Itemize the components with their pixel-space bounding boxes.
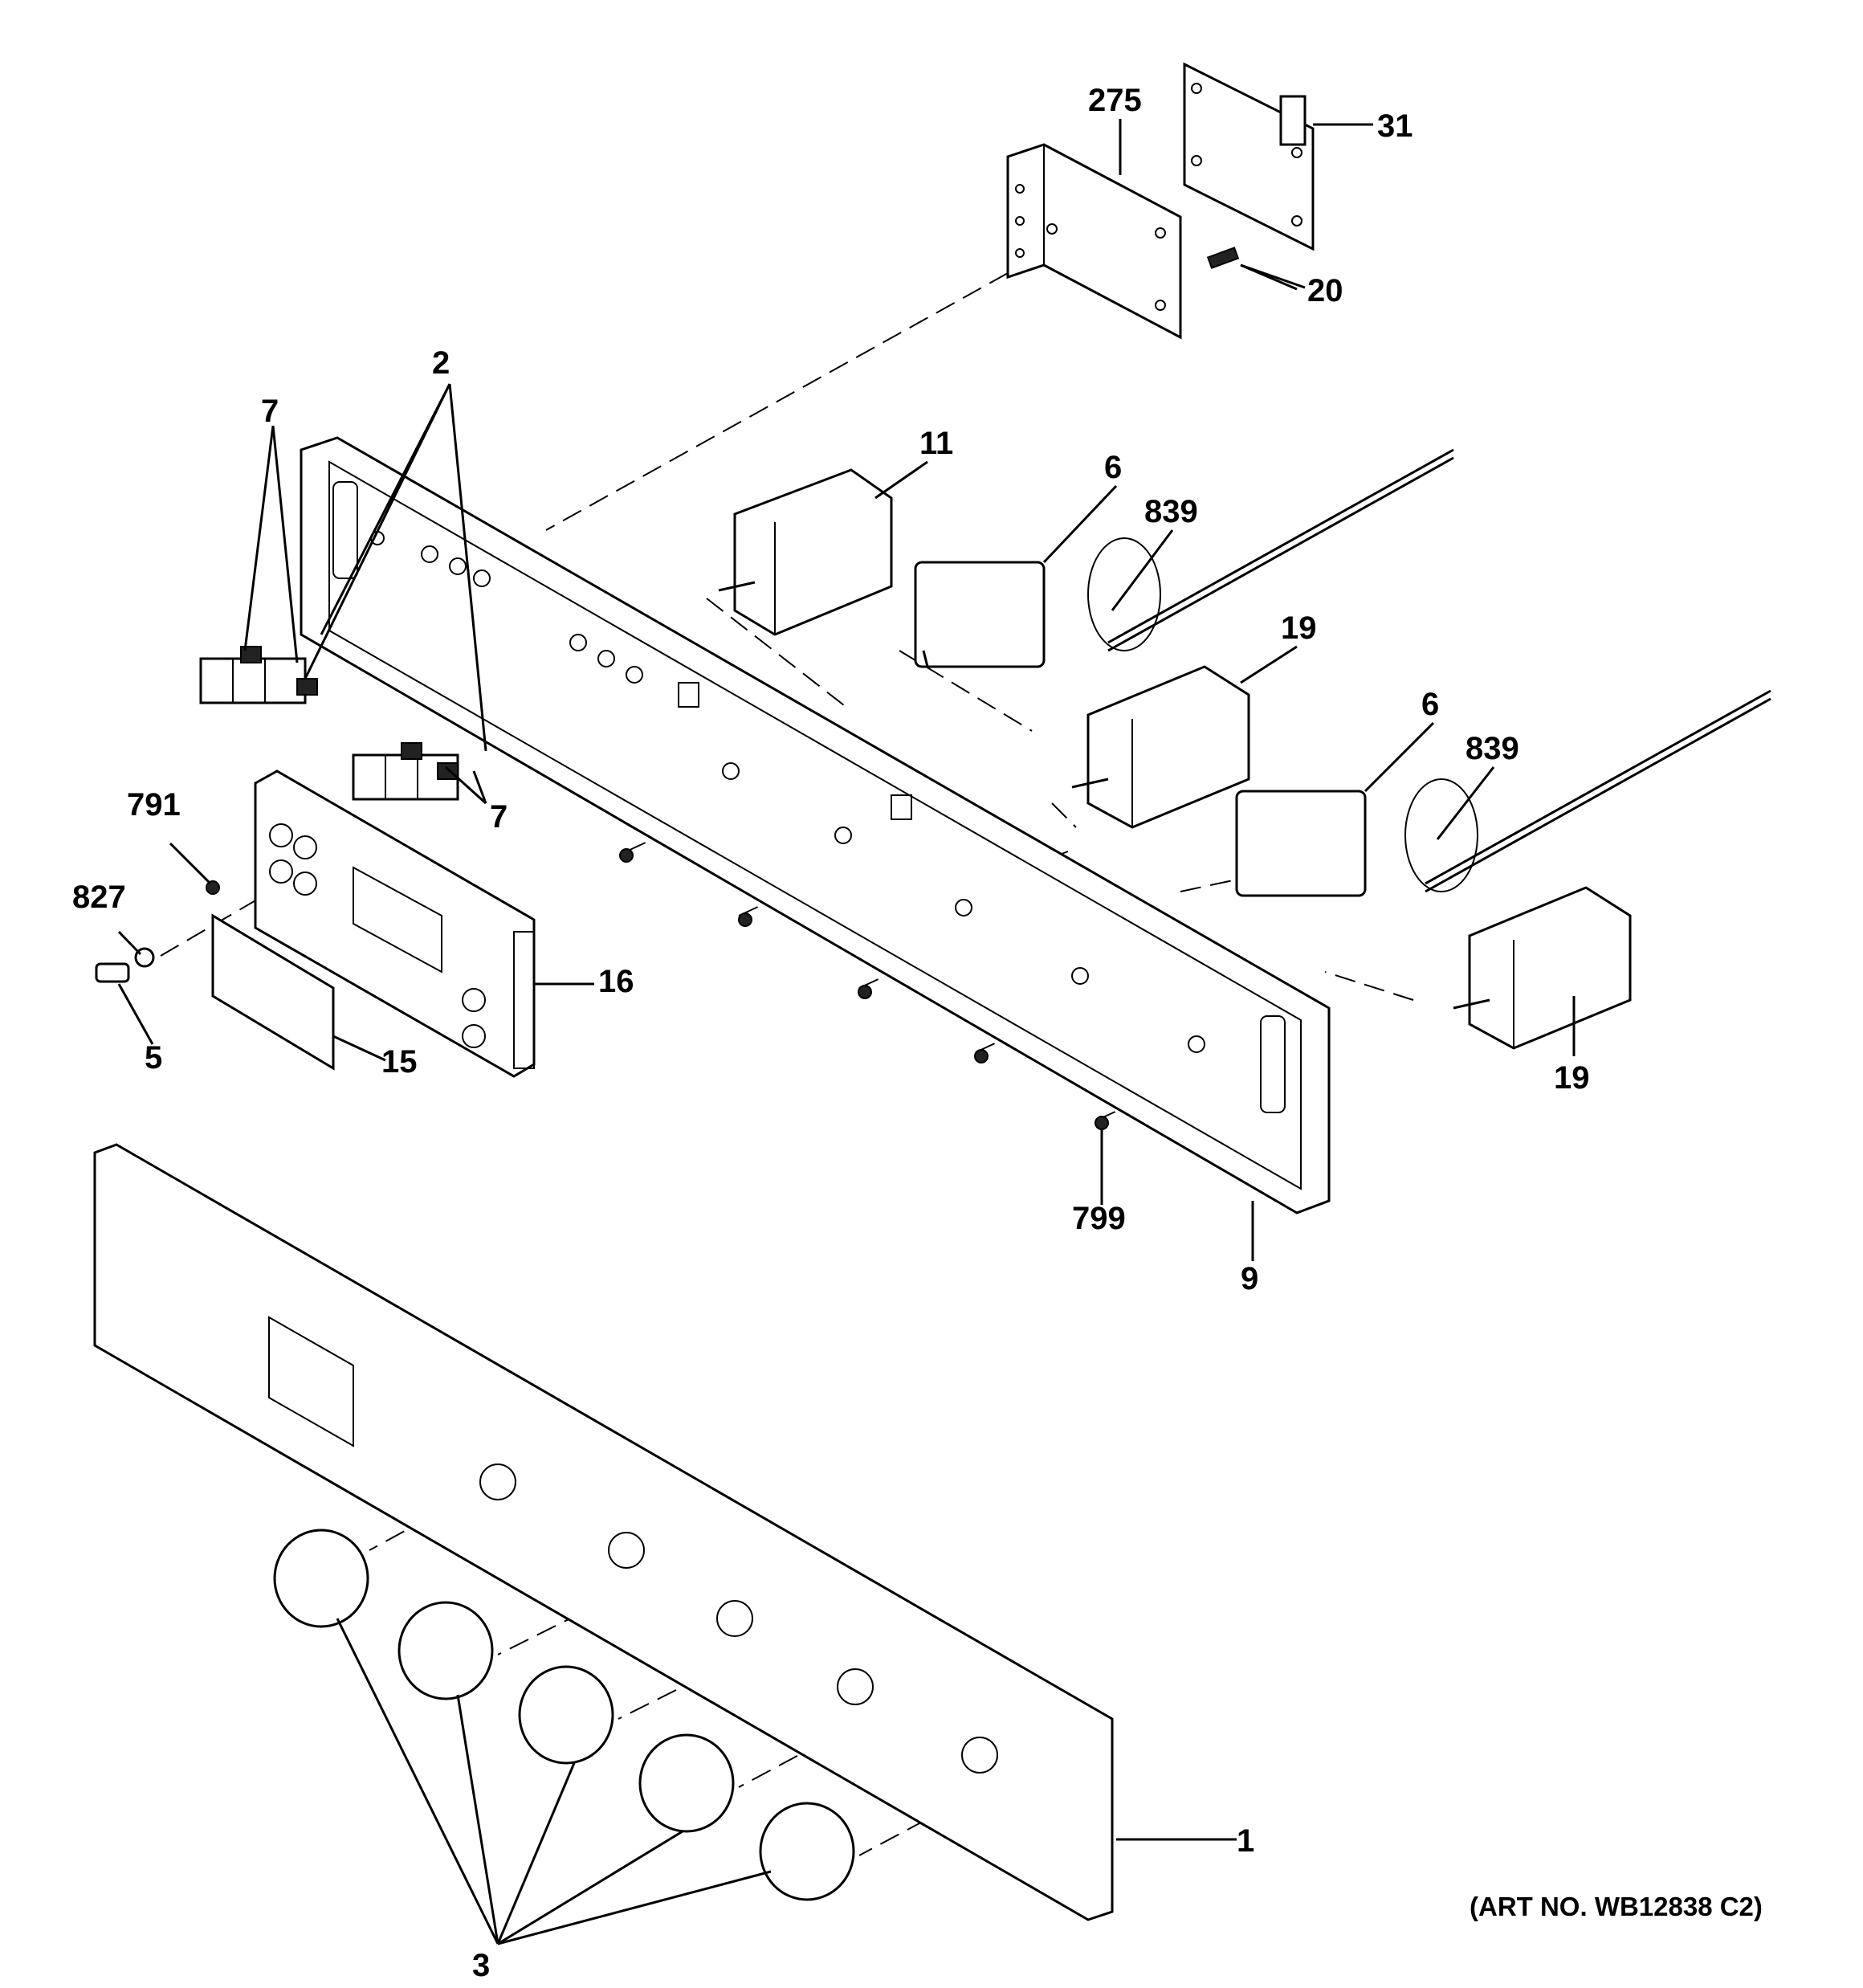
callout-5: 5	[145, 1040, 162, 1076]
selector-switch-19-lower	[1453, 886, 1632, 1050]
selector-switch-11	[718, 468, 893, 636]
art-number: (ART NO. WB12838 C2)	[1470, 1892, 1763, 1921]
callout-11: 11	[919, 426, 953, 461]
callout-6-upper: 6	[1104, 450, 1122, 485]
callout-7-upper: 7	[261, 394, 279, 429]
callout-19-lower: 19	[1554, 1060, 1590, 1096]
callout-275: 275	[1088, 83, 1142, 118]
overlay-15	[211, 913, 335, 1071]
thermostat-6-lower	[1235, 689, 1771, 897]
callout-3: 3	[472, 1948, 490, 1983]
front-panel-1	[93, 1143, 1114, 1921]
leader-lines	[117, 119, 1576, 1945]
callout-827: 827	[72, 880, 126, 915]
knobs-3	[273, 1529, 855, 1901]
bracket-275	[1006, 143, 1182, 340]
callout-16: 16	[598, 964, 634, 999]
switch-assembly-7-lower	[352, 742, 459, 801]
control-board-31	[1183, 62, 1315, 251]
callout-799: 799	[1072, 1201, 1126, 1236]
callout-20: 20	[1307, 273, 1343, 308]
callout-19-upper: 19	[1281, 610, 1317, 646]
callout-9: 9	[1241, 1261, 1258, 1296]
control-housing-16	[254, 769, 536, 1078]
callout-31: 31	[1377, 108, 1413, 144]
callout-2: 2	[432, 345, 450, 381]
callout-1: 1	[1237, 1823, 1254, 1859]
callout-7-lower: 7	[490, 799, 508, 835]
callout-labels: 275 31 20 2 7 7 11 6 839 19 6 839 19 791…	[72, 83, 1763, 1983]
callout-6-lower: 6	[1421, 687, 1439, 722]
callout-15: 15	[381, 1044, 418, 1080]
callout-791: 791	[127, 787, 181, 823]
callout-839-upper: 839	[1144, 494, 1198, 529]
callout-839-lower: 839	[1466, 731, 1519, 766]
switch-assembly-7-upper	[199, 646, 318, 704]
selector-switch-19-upper	[1071, 665, 1250, 829]
thermostat-6-upper	[914, 448, 1454, 668]
panel-frame-9	[300, 436, 1331, 1214]
